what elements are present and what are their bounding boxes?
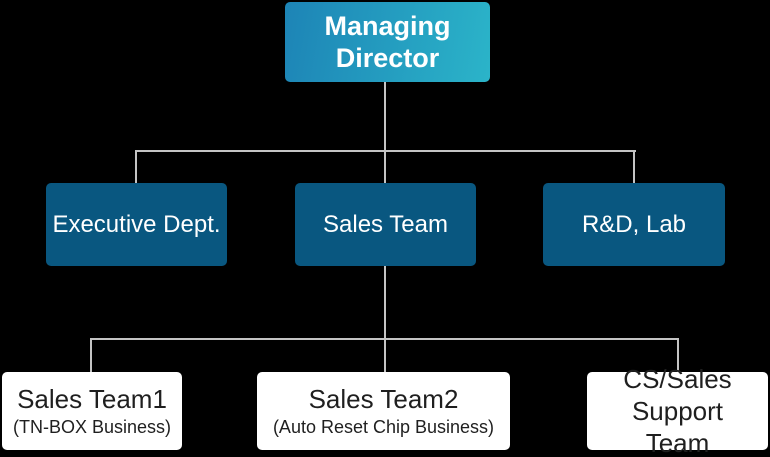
connector-to-rnd-lab bbox=[633, 150, 635, 183]
connector-to-cs-sales-support bbox=[677, 338, 679, 372]
org-node-executive-dept: Executive Dept. bbox=[46, 183, 227, 266]
org-node-label: Sales Team bbox=[323, 210, 448, 238]
connector-to-sales-team2 bbox=[384, 338, 386, 372]
org-node-managing-director: Managing Director bbox=[285, 2, 490, 82]
org-node-sublabel: (TN-BOX Business) bbox=[12, 417, 172, 437]
connector-to-executive-dept bbox=[135, 150, 137, 183]
connector-to-sales-team1 bbox=[90, 338, 92, 372]
org-node-label: Managing Director bbox=[324, 11, 451, 73]
org-node-label: Sales Team1 bbox=[17, 384, 167, 414]
org-node-sales-team2: Sales Team2 (Auto Reset Chip Business) bbox=[257, 372, 510, 450]
org-node-cs-sales-support-team: CS/Sales Support Team bbox=[587, 364, 768, 457]
org-node-label: R&D, Lab bbox=[581, 210, 687, 238]
org-node-rnd-lab: R&D, Lab bbox=[543, 183, 725, 266]
org-node-sales-team1: Sales Team1 (TN-BOX Business) bbox=[2, 372, 182, 450]
org-node-label: Executive Dept. bbox=[52, 210, 221, 238]
org-node-sublabel: (Auto Reset Chip Business) bbox=[272, 417, 495, 437]
connector-root-to-row2 bbox=[384, 82, 386, 151]
connector-to-sales-team bbox=[384, 150, 386, 183]
org-node-label: Sales Team2 bbox=[308, 384, 459, 414]
org-node-sales-team: Sales Team bbox=[295, 183, 476, 266]
org-node-label: CS/Sales Support Team bbox=[623, 364, 732, 457]
connector-sales-to-row3 bbox=[384, 266, 386, 339]
